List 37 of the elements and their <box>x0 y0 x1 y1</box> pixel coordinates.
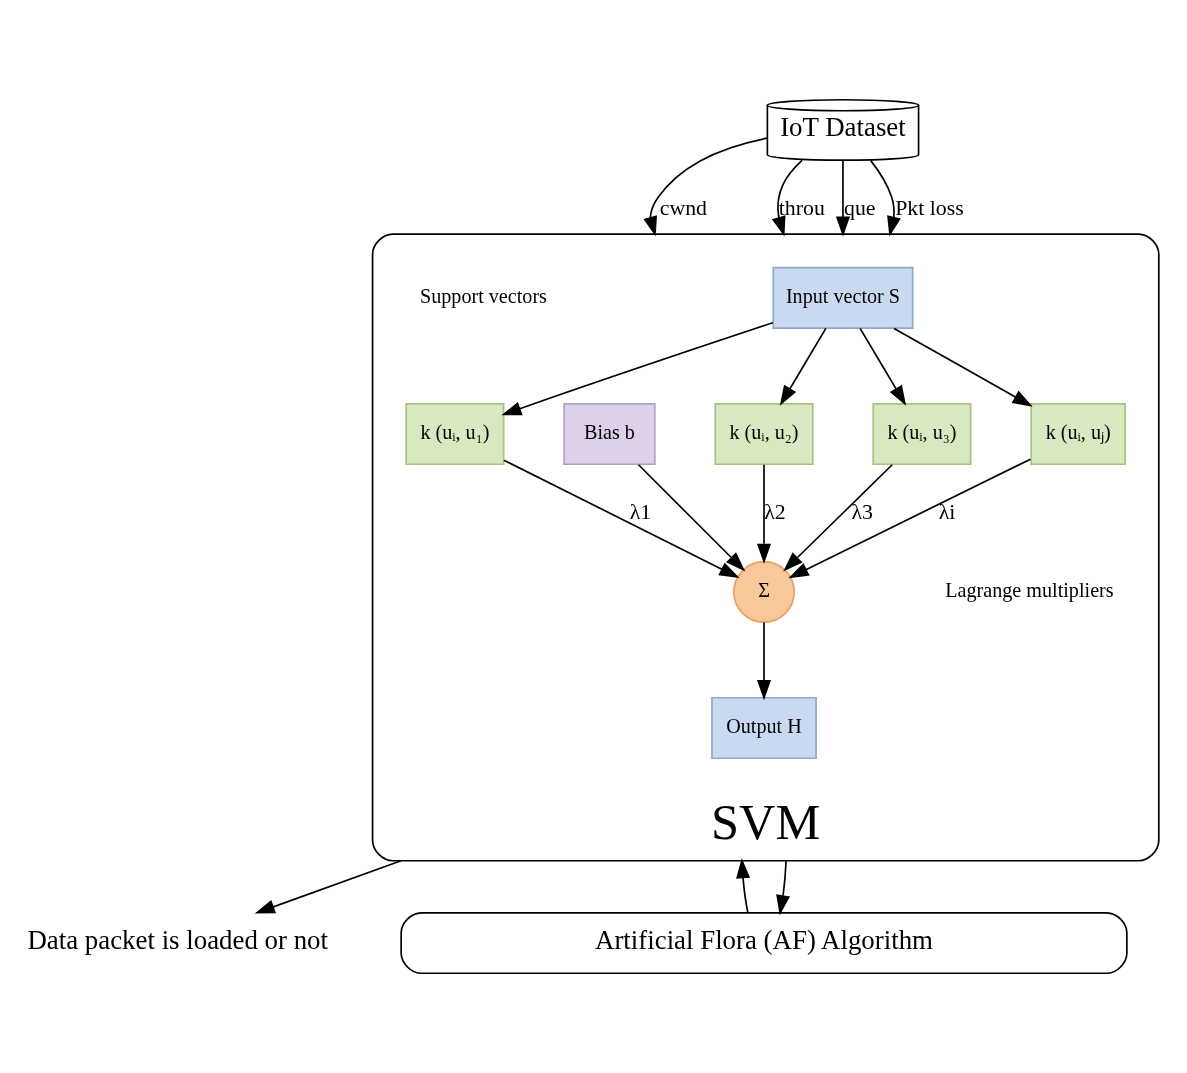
edge-label: λ2 <box>764 499 786 524</box>
arrow <box>254 859 402 914</box>
edge-label: cwnd <box>659 195 708 220</box>
node-box: Output H <box>711 696 817 760</box>
arrow <box>771 159 803 237</box>
arrow <box>783 463 894 572</box>
arrow <box>756 463 772 564</box>
node-box: k (uᵢ, u₁) <box>405 402 505 466</box>
arrow <box>893 327 1033 407</box>
node-box: Input vector S <box>772 266 914 330</box>
arrow <box>779 327 827 406</box>
label: Lagrange multipliers <box>945 579 1114 602</box>
edge-label: λi <box>938 499 956 524</box>
arrow <box>501 321 774 416</box>
node-box: k (uᵢ, u₂) <box>714 402 814 466</box>
edge-label: throu <box>778 195 825 220</box>
node-box: k (uᵢ, uⱼ) <box>1030 402 1127 466</box>
arrow <box>736 858 751 914</box>
node-box: Bias b <box>563 402 656 466</box>
edge-label: Pkt loss <box>895 195 964 220</box>
node-circle: Σ <box>732 560 796 623</box>
arrow <box>503 459 740 579</box>
arrow <box>643 137 768 237</box>
edge-label: que <box>844 195 876 220</box>
edge-label: λ1 <box>629 499 652 524</box>
edge-label: λ3 <box>851 499 874 524</box>
node-box: k (uᵢ, u₃) <box>872 402 972 466</box>
node-box: Artificial Flora (AF) Algorithm <box>400 911 1128 975</box>
arrow <box>788 458 1032 579</box>
arrow <box>869 159 901 237</box>
node-text: Data packet is loaded or not <box>27 925 329 956</box>
label: Support vectors <box>419 285 547 308</box>
arrow <box>859 327 907 406</box>
arrow <box>637 463 746 572</box>
arrow <box>835 159 851 237</box>
arrow <box>756 621 772 701</box>
arrow <box>776 859 791 916</box>
